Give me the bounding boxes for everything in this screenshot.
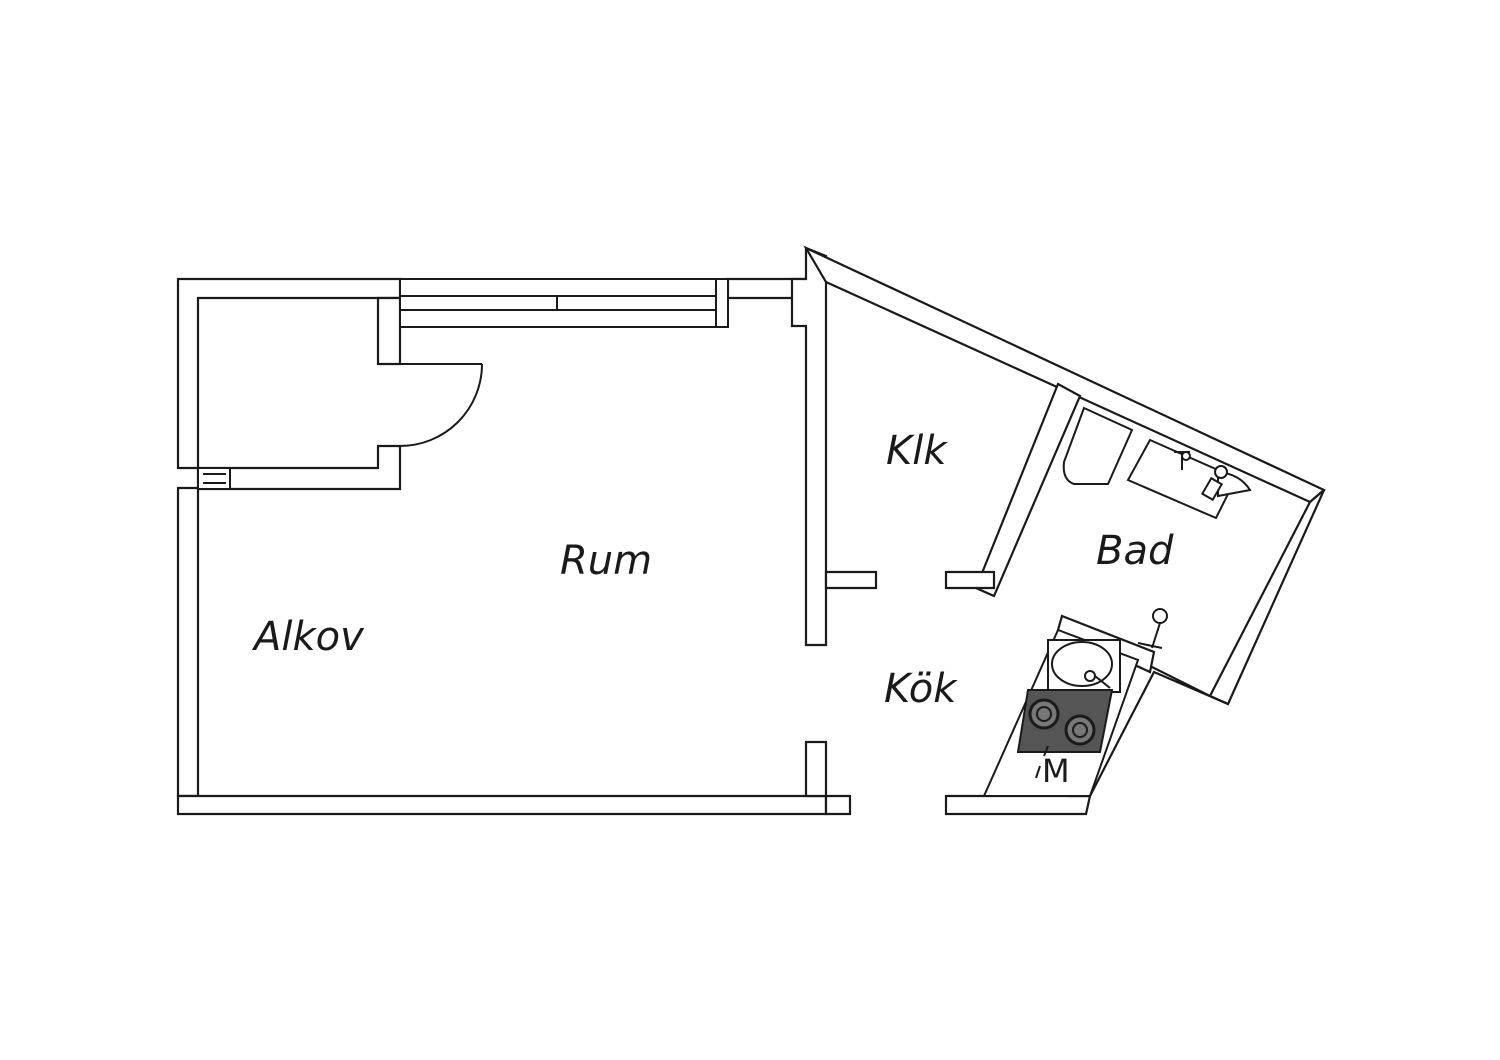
walls-main (176, 277, 1092, 816)
wall-bottom-kok (824, 794, 852, 816)
kitchen-counter (982, 608, 1168, 797)
wall-bottom-right (944, 794, 1092, 816)
room-label-klk: Klk (886, 428, 948, 474)
walls-partition (790, 246, 828, 798)
wall-klk-stub-right (944, 570, 996, 590)
toilet (1200, 465, 1252, 502)
wall-partition-upper (790, 246, 828, 647)
wall-left-lower (176, 486, 200, 798)
room-label-alkov: Alkov (251, 614, 365, 660)
wall-top-left (176, 277, 402, 470)
wall-klk-stub-left (824, 570, 878, 590)
room-label-bad: Bad (1096, 528, 1174, 574)
microwave-label: M (1042, 752, 1070, 790)
kitchen-sink-basin (1051, 641, 1113, 687)
stove (1016, 689, 1114, 753)
faucet-icon (1152, 608, 1168, 624)
bathtub (1062, 406, 1134, 485)
wall-partition-lower (804, 740, 828, 798)
wall-klk-bad (974, 382, 1082, 598)
wall-bottom-left (176, 794, 828, 816)
wall-alkov-closet (376, 296, 402, 366)
window-left (197, 467, 231, 490)
room-label-rum: Rum (560, 538, 652, 584)
door-closet (399, 363, 483, 447)
room-label-kok: Kök (884, 666, 958, 712)
wall-right (1208, 489, 1326, 706)
window-top (399, 278, 729, 328)
